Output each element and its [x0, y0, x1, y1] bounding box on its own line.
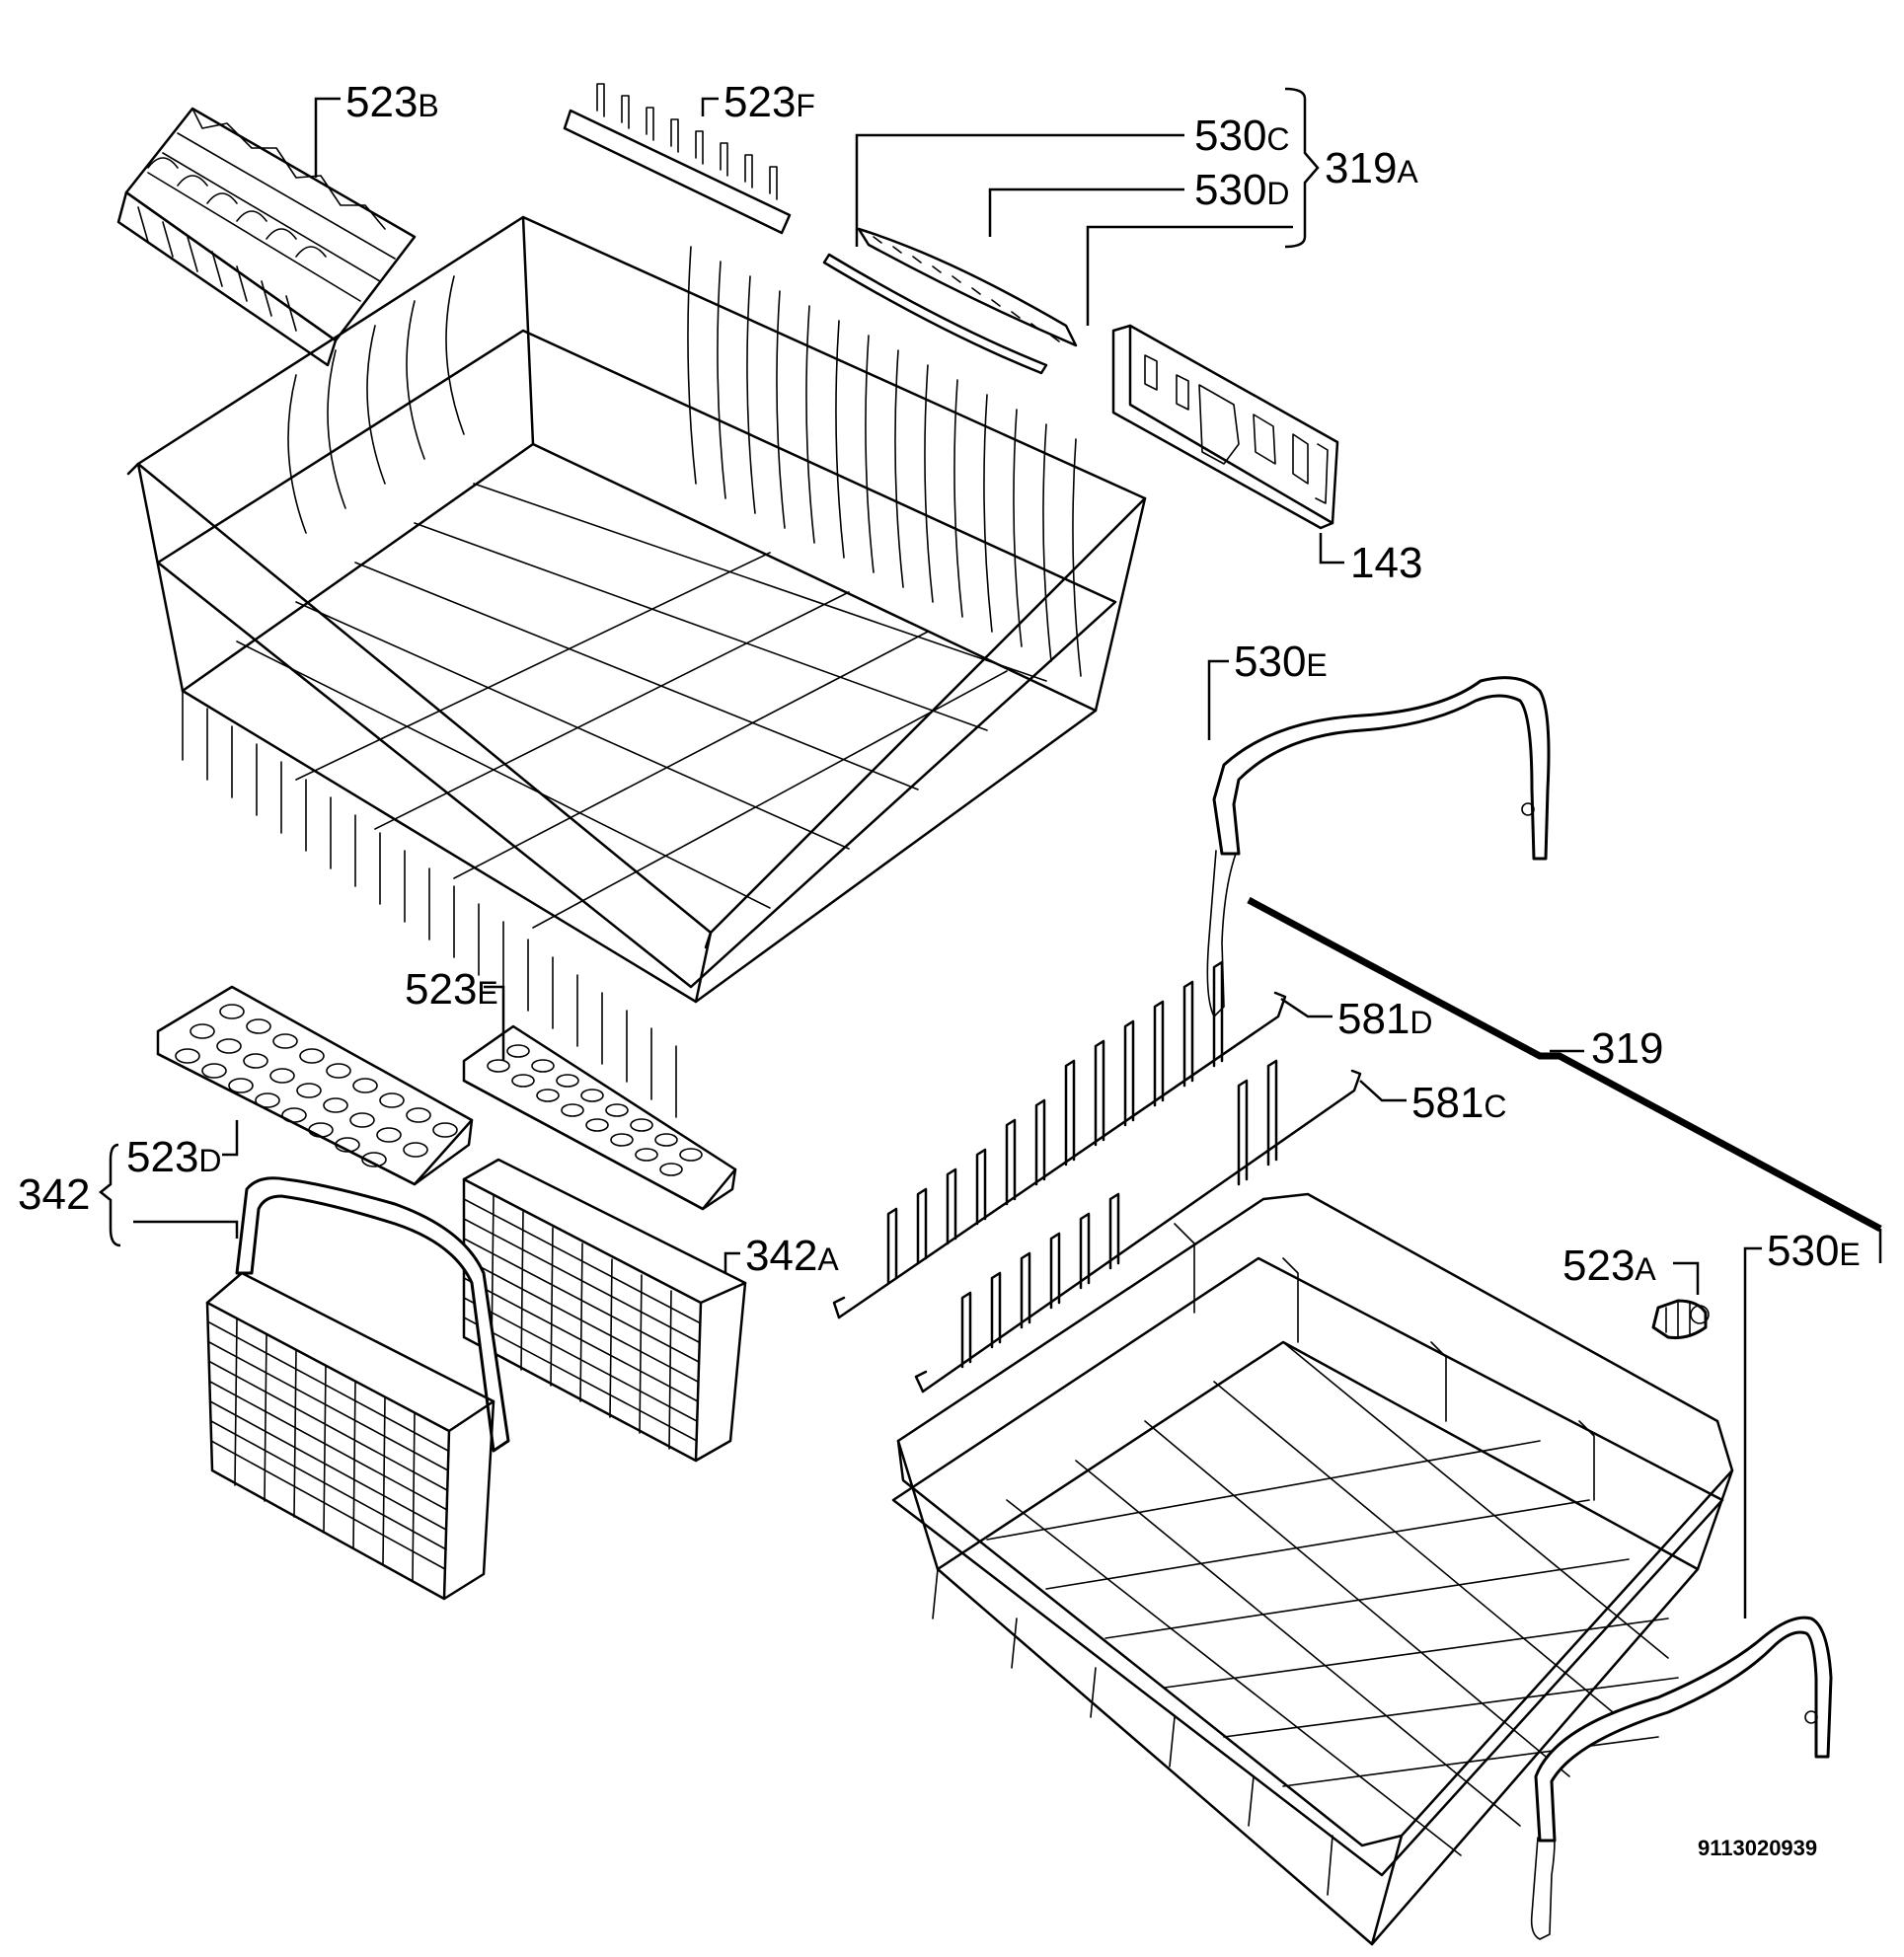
lower-basket — [891, 1192, 1734, 1946]
label-523f: 523F — [724, 78, 815, 126]
rail-530e-bottom — [1530, 1616, 1833, 1940]
label-523a: 523A — [1562, 1242, 1656, 1290]
label-342: 342 — [18, 1170, 90, 1219]
label-319: 319 — [1591, 1024, 1663, 1073]
label-523e: 523E — [405, 965, 498, 1014]
rail-530e-top — [1206, 676, 1551, 1017]
label-530e-bottom: 530E — [1767, 1227, 1861, 1275]
cup-rack-523b — [116, 107, 417, 367]
label-581d: 581D — [1337, 995, 1433, 1043]
label-523d: 523D — [126, 1133, 222, 1181]
bracket-143 — [1111, 324, 1339, 530]
document-number: 9113020939 — [1698, 1836, 1817, 1860]
label-523b: 523B — [345, 78, 439, 126]
cutlery-comb-523d — [156, 985, 474, 1186]
tine-rack-581d — [832, 960, 1287, 1319]
cutlery-basket-342a — [462, 1158, 747, 1463]
label-342a: 342A — [745, 1232, 839, 1280]
label-530d: 530D — [1194, 166, 1290, 214]
cutlery-comb-523e — [462, 1024, 737, 1211]
leader-lines — [98, 87, 1882, 1618]
peg-strip-523f — [563, 83, 792, 235]
cutlery-basket-342 — [205, 1176, 510, 1601]
label-143: 143 — [1350, 539, 1422, 587]
label-581c: 581C — [1411, 1079, 1507, 1127]
label-530c: 530C — [1194, 112, 1290, 160]
rail-strips-530cd — [822, 227, 1078, 375]
callout-labels: 523B 523F 530C 530D 319A 143 530E 523E 5… — [18, 78, 1861, 1860]
wheel-523a — [1651, 1299, 1710, 1339]
label-530e-top: 530E — [1234, 638, 1328, 686]
upper-basket — [126, 215, 1147, 1118]
tine-rack-581c — [914, 1059, 1362, 1393]
label-319a: 319A — [1325, 144, 1418, 192]
